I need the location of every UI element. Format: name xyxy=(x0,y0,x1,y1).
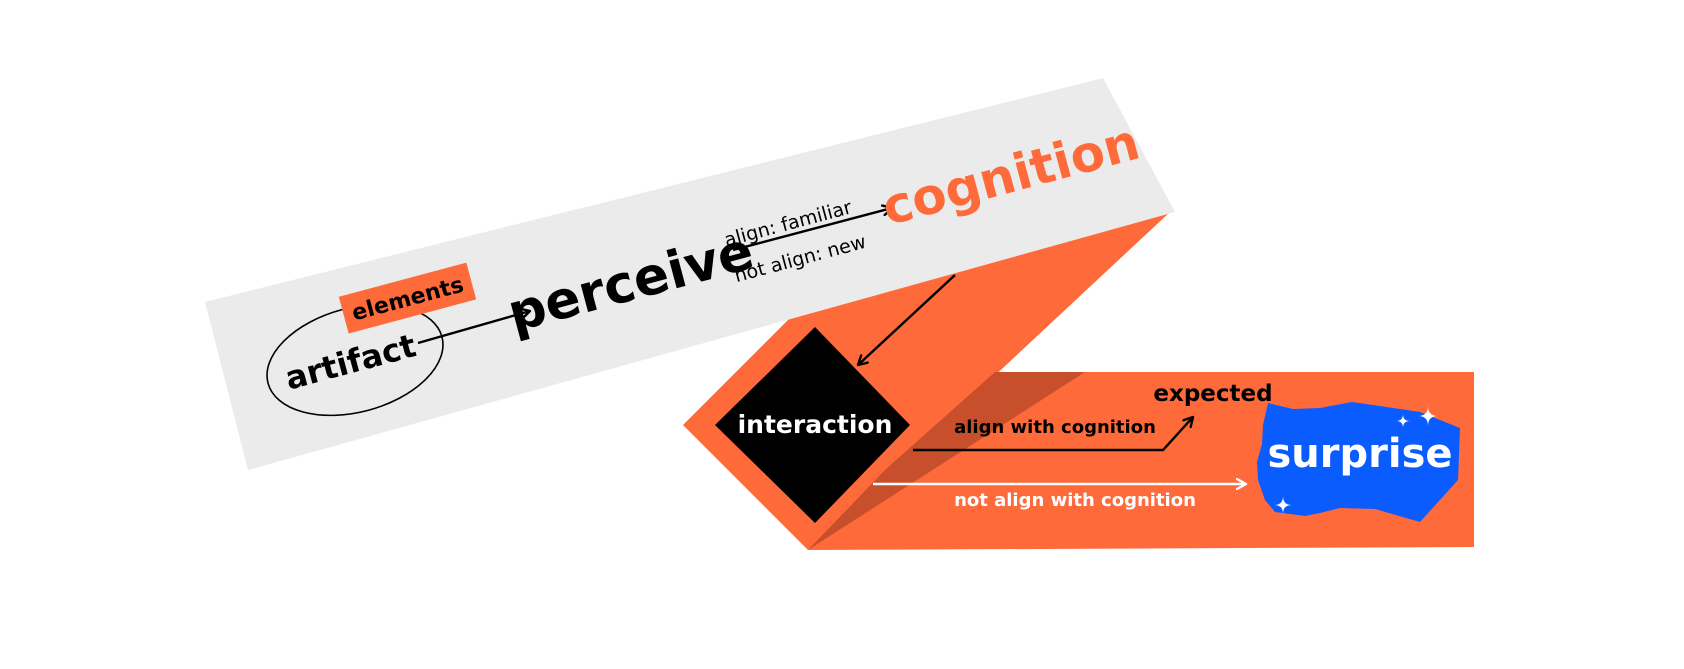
surprise-blob xyxy=(1257,402,1460,522)
elements-tag xyxy=(338,262,477,334)
arrow-icon xyxy=(417,311,530,345)
arrow-icon xyxy=(732,208,892,252)
align-with-cognition-label: align with cognition xyxy=(954,417,1156,438)
expected-label: expected xyxy=(1153,381,1272,407)
surprise-label: surprise xyxy=(1267,431,1452,477)
fold-shadow xyxy=(808,372,1085,550)
arrow-icon xyxy=(858,274,956,365)
interaction-label: interaction xyxy=(738,410,893,439)
interaction-diamond xyxy=(715,327,910,523)
top-band xyxy=(205,78,1175,470)
sparkle-icon xyxy=(1274,496,1292,514)
sparkle-icon xyxy=(1418,406,1438,426)
sparkle-icon xyxy=(1396,414,1410,428)
not-align-with-cognition-label: not align with cognition xyxy=(954,490,1196,511)
arrow-icon xyxy=(913,417,1193,452)
